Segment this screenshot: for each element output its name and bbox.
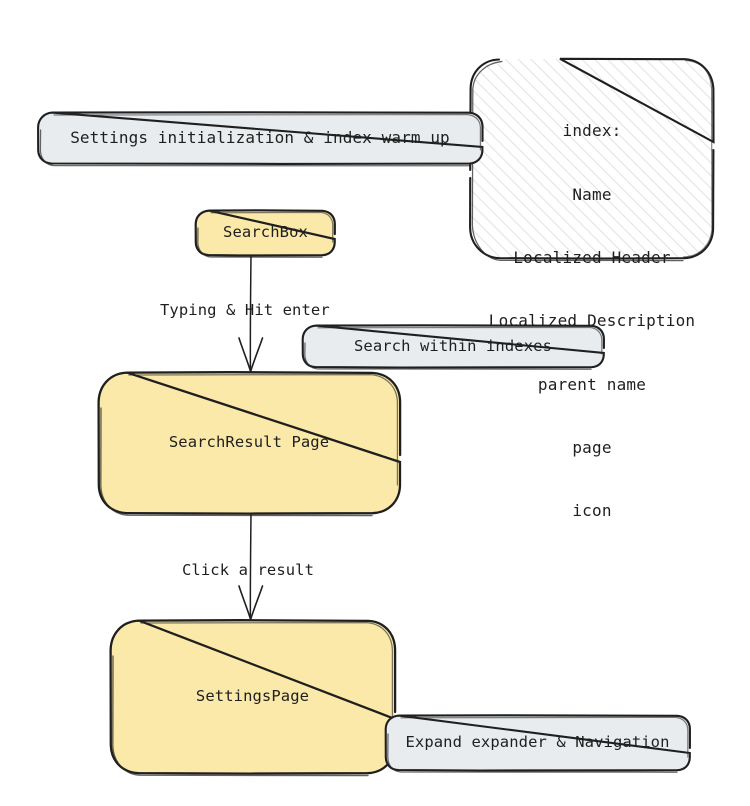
settings-initialization-note-shape[interactable] (37, 111, 484, 167)
index-note-shape[interactable] (469, 57, 715, 262)
search-within-indexes-note-shape[interactable] (301, 324, 605, 370)
expand-expander-note-shape[interactable] (384, 714, 691, 773)
edge-click-a-result (238, 513, 264, 621)
edge-label-click-a-result: Click a result (182, 561, 315, 579)
searchbox-node-shape[interactable] (194, 209, 336, 258)
searchresult-page-node-shape[interactable] (97, 371, 402, 517)
edge-label-typing-hit-enter: Typing & Hit enter (160, 301, 330, 319)
edge-typing-hit-enter (238, 255, 264, 373)
settingspage-node-shape[interactable] (109, 619, 397, 777)
